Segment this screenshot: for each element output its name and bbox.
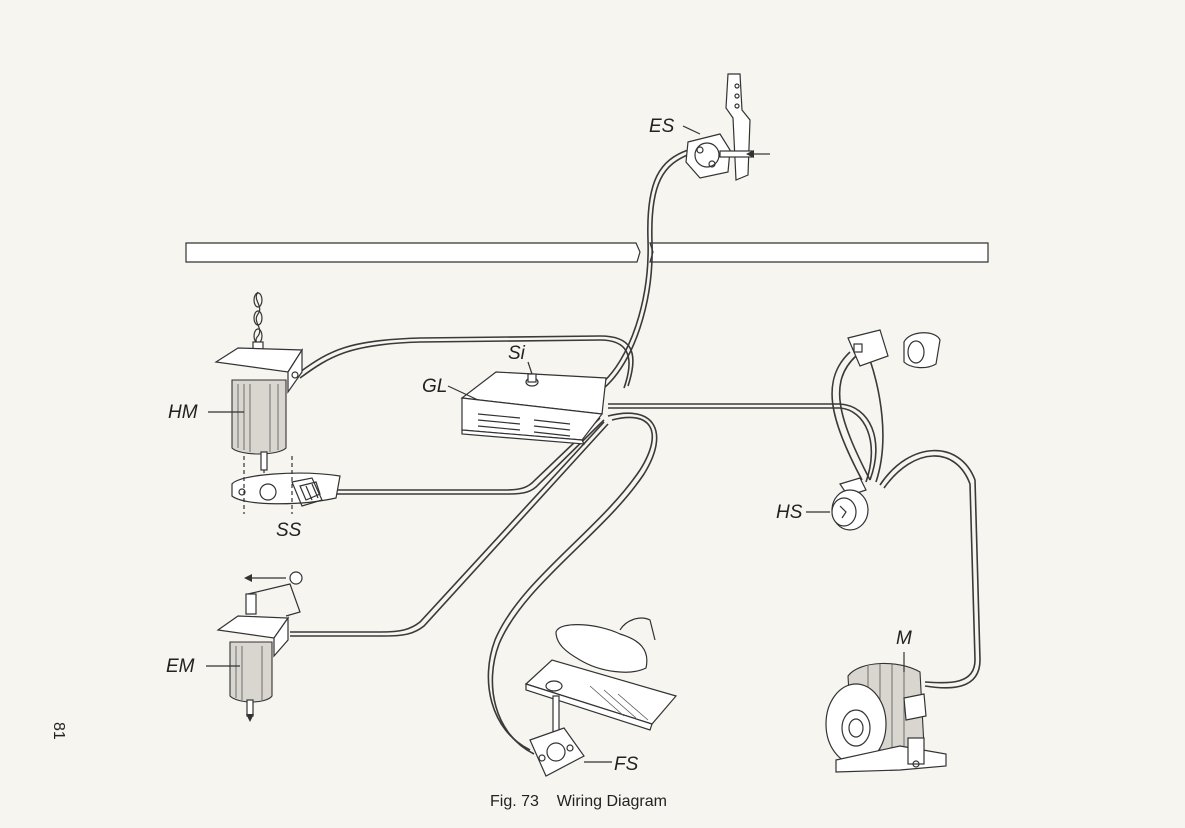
label-ss: SS bbox=[276, 520, 302, 541]
label-gl: GL bbox=[422, 376, 447, 397]
label-es: ES bbox=[649, 116, 675, 137]
foot-switch-fs bbox=[526, 618, 676, 776]
label-si: Si bbox=[508, 343, 526, 364]
safety-switch-ss bbox=[232, 456, 340, 514]
clutch-magnet-em bbox=[206, 572, 302, 722]
control-box-gl bbox=[448, 362, 606, 444]
label-hs: HS bbox=[776, 502, 803, 523]
page-number: 81 bbox=[50, 722, 67, 740]
label-fs: FS bbox=[614, 754, 639, 775]
end-switch-es bbox=[683, 74, 770, 180]
label-m: M bbox=[896, 628, 912, 649]
label-hm: HM bbox=[168, 402, 198, 423]
table-top-bar bbox=[186, 243, 988, 262]
label-em: EM bbox=[166, 656, 195, 677]
figure-caption: Fig. 73 Wiring Diagram bbox=[490, 793, 667, 810]
motor-m bbox=[826, 652, 946, 772]
lift-magnet-hm bbox=[208, 292, 302, 482]
